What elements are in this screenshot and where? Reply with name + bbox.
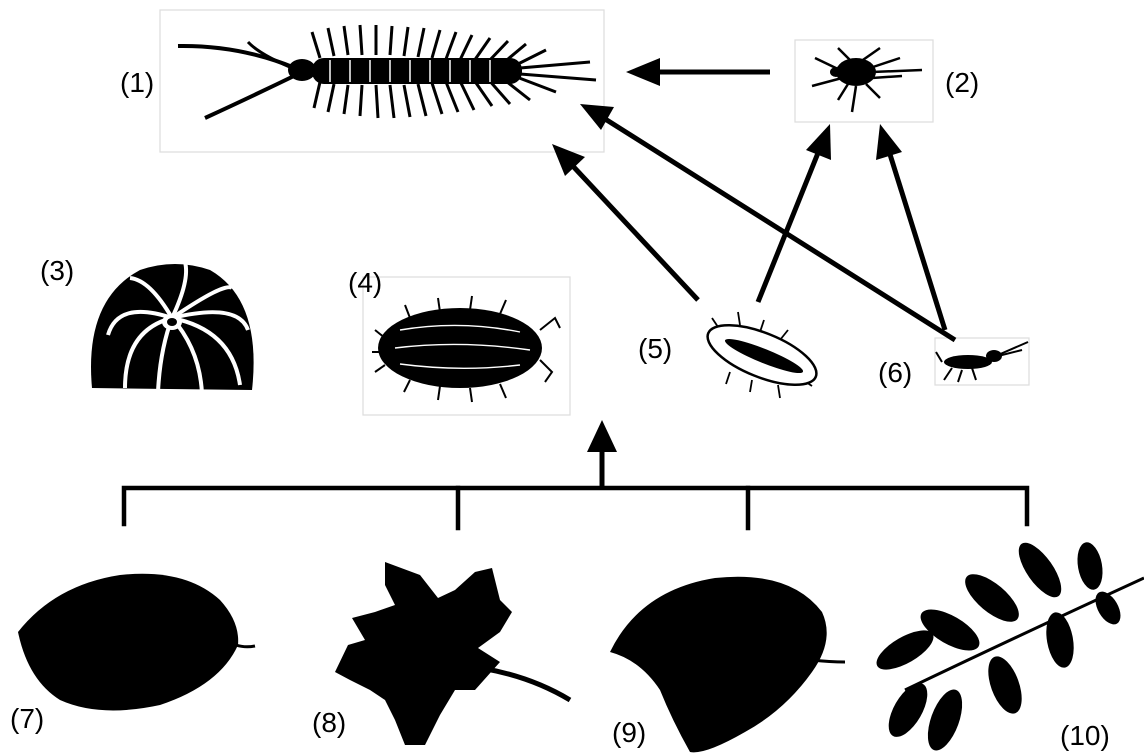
label-9: (9)	[612, 717, 646, 748]
organism-4: (4)	[348, 267, 570, 415]
organism-2: (2)	[795, 40, 979, 122]
label-5: (5)	[638, 333, 672, 364]
label-7: (7)	[10, 703, 44, 734]
organism-1: (1)	[120, 10, 604, 152]
organism-10: (10)	[871, 536, 1144, 755]
arrow-leaves-to-4	[587, 420, 617, 488]
leaf-bracket	[124, 488, 1027, 528]
organism-8: (8)	[312, 562, 570, 745]
organism-3: (3)	[40, 255, 254, 394]
organism-7: (7)	[10, 574, 255, 734]
pill-millipede-icon	[91, 262, 254, 394]
label-3: (3)	[40, 255, 74, 286]
label-1: (1)	[120, 67, 154, 98]
organism-6: (6)	[878, 338, 1029, 388]
organism-9: (9)	[610, 577, 845, 753]
maple-leaf-icon	[335, 562, 570, 745]
oval-leaf-icon	[18, 574, 255, 711]
organism-5: (5)	[638, 312, 824, 398]
label-10: (10)	[1060, 720, 1110, 751]
label-8: (8)	[312, 707, 346, 738]
arrow-2-to-1	[626, 58, 770, 86]
label-4: (4)	[348, 267, 382, 298]
arrow-6-to-1	[580, 104, 955, 340]
arrow-5-to-1	[552, 144, 698, 300]
springtail-larva-icon	[700, 312, 824, 398]
arrow-5-to-2	[758, 124, 831, 302]
label-2: (2)	[945, 67, 979, 98]
label-6: (6)	[878, 357, 912, 388]
